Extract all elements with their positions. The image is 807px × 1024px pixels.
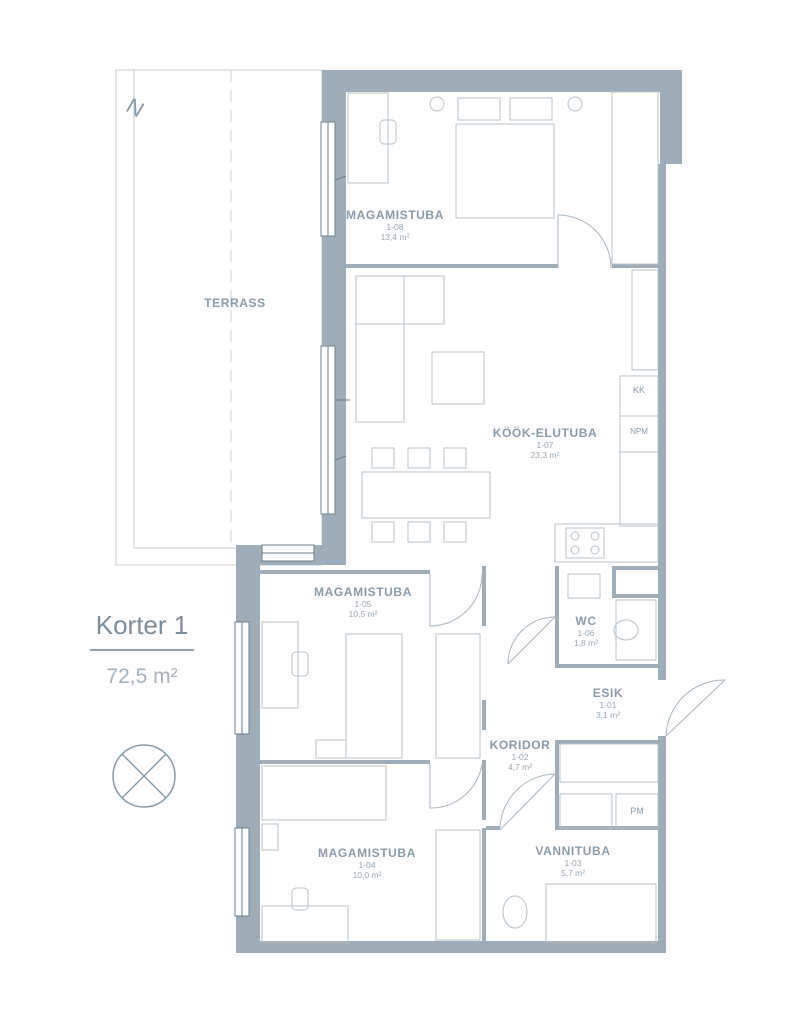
room-label-living: KÖÖK-ELUTUBA 1-07 23,3 m² [492, 426, 598, 460]
room-label-wc: WC 1-06 1,8 m² [573, 614, 599, 648]
room-label-bedroom-top: MAGAMISTUBA 1-08 13,4 m² [346, 208, 444, 242]
terrace-label: TERRASS [204, 296, 266, 310]
exterior-walls [236, 70, 682, 953]
apartment-title: Korter 1 [95, 610, 189, 640]
room-label-bedroom-bottom: MAGAMISTUBA 1-04 10,0 m² [318, 846, 416, 880]
furniture [261, 91, 659, 943]
terrace [115, 69, 323, 566]
dishwasher-label: NPM [630, 427, 648, 436]
apartment-area: 72,5 m² [106, 664, 178, 688]
room-label-bathroom: VANNITUBA 1-03 5,7 m² [535, 844, 611, 878]
fridge-label: KK [632, 385, 645, 395]
room-label-bedroom-mid: MAGAMISTUBA 1-05 10,5 m² [314, 585, 412, 619]
apartment-divider [90, 649, 194, 651]
windows [234, 121, 350, 917]
room-label-corridor: KORIDOR 1-02 4,7 m² [489, 738, 551, 772]
apartment-summary: Korter 1 72,5 m² [78, 610, 206, 689]
room-label-entry: ESIK 1-01 3,1 m² [592, 686, 624, 720]
doors [429, 214, 727, 831]
washer-label: PM [630, 806, 644, 816]
interior-walls [260, 264, 666, 941]
compass-icon [112, 744, 176, 808]
